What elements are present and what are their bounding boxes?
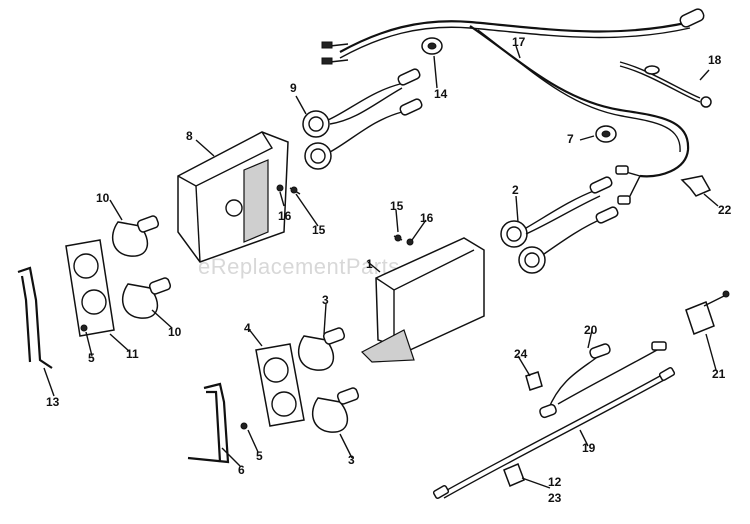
callout-21: 21: [712, 367, 726, 381]
leader-lines: [43, 45, 719, 489]
callout-9: 9: [290, 81, 297, 95]
ground-wire-18: [619, 61, 712, 108]
lamp-3-upper: [297, 327, 346, 371]
strap-13: [17, 266, 53, 369]
callout-labels: 17 18 14 7 9 8 2 10 22 15 16 16 15 10 11…: [46, 35, 732, 505]
callout-16-left: 16: [278, 209, 292, 223]
callout-10-upper: 10: [96, 191, 110, 205]
screw-15-left: [289, 186, 301, 195]
callout-5-left: 5: [88, 351, 95, 365]
callout-4: 4: [244, 321, 251, 335]
washer-16-left: [276, 184, 284, 192]
callout-10-lower: 10: [168, 325, 182, 339]
callout-2: 2: [512, 183, 519, 197]
washer-16-right: [406, 238, 414, 246]
callout-3-lower: 3: [348, 453, 355, 467]
callout-12: 12: [548, 475, 562, 489]
wire-lead-19: [432, 367, 676, 499]
screw-5-left: [80, 324, 88, 332]
callout-5-right: 5: [256, 449, 263, 463]
lamp-3-lower: [311, 387, 360, 433]
lamp-bracket-8: [177, 131, 289, 263]
callout-22: 22: [718, 203, 732, 217]
callout-17: 17: [512, 35, 526, 49]
callout-18: 18: [708, 53, 722, 67]
lamp-socket-9: [302, 68, 423, 170]
lens-plate-11: [65, 239, 115, 337]
screw-15-right: [393, 234, 403, 242]
callout-20: 20: [584, 323, 598, 337]
callout-13: 13: [46, 395, 60, 409]
callout-15-left: 15: [312, 223, 326, 237]
grommet-7: [595, 125, 617, 143]
callout-8: 8: [186, 129, 193, 143]
lamp-socket-2: [500, 176, 619, 274]
callout-16-right: 16: [420, 211, 434, 225]
callout-15-right: 15: [390, 199, 404, 213]
callout-14: 14: [434, 87, 448, 101]
callout-6: 6: [238, 463, 245, 477]
wiring-harness-17: [321, 8, 705, 205]
callout-24: 24: [514, 347, 528, 361]
callout-3-upper: 3: [322, 293, 329, 307]
toggle-switch-21: [685, 290, 730, 335]
callout-7: 7: [567, 132, 574, 146]
lamp-10-lower: [121, 277, 172, 319]
callout-1: 1: [366, 257, 373, 271]
wire-lead-20: [539, 341, 667, 419]
strap-6: [187, 382, 230, 464]
callout-19: 19: [582, 441, 596, 455]
lamp-shroud-1: [360, 237, 485, 363]
screw-5-right: [240, 422, 248, 430]
lens-plate-4: [255, 343, 305, 427]
callout-23: 23: [548, 491, 562, 505]
connector-clip-12: [503, 463, 525, 487]
clip-24: [525, 371, 543, 391]
clip-22: [680, 175, 712, 197]
callout-11: 11: [126, 347, 139, 361]
grommet-14: [421, 37, 443, 55]
lamp-10-upper: [111, 215, 160, 257]
